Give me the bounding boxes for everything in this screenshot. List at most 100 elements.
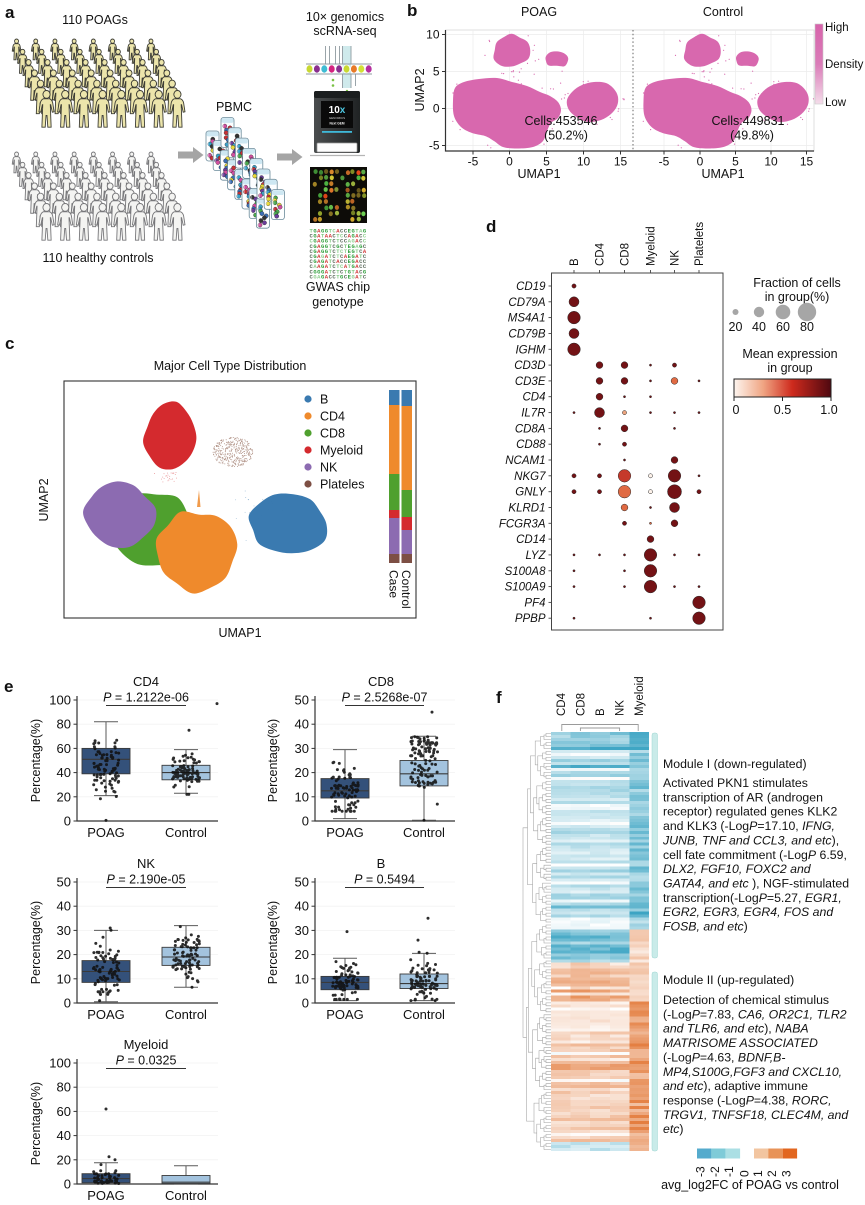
svg-text:UMAP1: UMAP1 xyxy=(218,626,261,640)
svg-text:CD8: CD8 xyxy=(368,674,394,689)
svg-text:POAG: POAG xyxy=(87,825,125,840)
svg-text:(-LogP=4.63, BDNF,B-: (-LogP=4.63, BDNF,B- xyxy=(663,1050,785,1064)
svg-text:50: 50 xyxy=(57,875,71,890)
svg-text:Activated PKN1 stimulates: Activated PKN1 stimulates xyxy=(663,776,808,790)
svg-text:Control: Control xyxy=(399,570,413,609)
svg-text:NKG7: NKG7 xyxy=(514,471,546,483)
svg-text:transcription of AR (androgen: transcription of AR (androgen xyxy=(663,790,823,804)
svg-text:10x: 10x xyxy=(329,105,346,116)
svg-text:Percentage(%): Percentage(%) xyxy=(266,719,280,802)
svg-text:50: 50 xyxy=(295,693,309,708)
svg-text:UMAP2: UMAP2 xyxy=(37,478,51,521)
svg-text:High: High xyxy=(825,22,849,34)
svg-text:PBMC: PBMC xyxy=(216,100,252,114)
svg-text:CGGGATCTCTGTACG: CGGGATCTCTGTACG xyxy=(310,268,367,275)
svg-text:d: d xyxy=(486,217,496,236)
svg-text:Next GEM: Next GEM xyxy=(329,122,344,126)
svg-text:Module II (up-regulated): Module II (up-regulated) xyxy=(663,973,794,987)
svg-text:15: 15 xyxy=(614,155,628,169)
svg-text:Low: Low xyxy=(825,97,847,109)
svg-text:10: 10 xyxy=(764,155,778,169)
svg-text:100: 100 xyxy=(49,1056,71,1071)
svg-text:Platelets: Platelets xyxy=(694,222,706,266)
svg-text:40: 40 xyxy=(752,320,766,334)
svg-text:60: 60 xyxy=(57,1104,71,1119)
svg-text:NCAM1: NCAM1 xyxy=(505,455,545,467)
svg-text:-2: -2 xyxy=(708,1166,722,1177)
svg-text:10: 10 xyxy=(295,971,309,986)
svg-text:CAAGATCTCATGACC: CAAGATCTCATGACC xyxy=(310,263,367,270)
svg-text:10: 10 xyxy=(426,28,440,42)
svg-text:Percentage(%): Percentage(%) xyxy=(29,719,43,802)
svg-text:GWAS chip: GWAS chip xyxy=(306,280,370,294)
svg-text:CGAGATCACCEGACC: CGAGATCACCEGACC xyxy=(310,258,367,265)
svg-text:CGAGGTCTCCAGACC: CGAGGTCTCCAGACC xyxy=(310,238,367,245)
svg-text:IL7R: IL7R xyxy=(521,408,545,420)
svg-text:Myeloid: Myeloid xyxy=(320,444,363,458)
svg-text:80: 80 xyxy=(57,1080,71,1095)
svg-text:40: 40 xyxy=(57,765,71,780)
svg-text:2: 2 xyxy=(765,1170,779,1177)
svg-text:LYZ: LYZ xyxy=(525,550,546,562)
svg-text:CD4: CD4 xyxy=(133,674,159,689)
svg-text:-1: -1 xyxy=(722,1166,736,1177)
svg-text:Density: Density xyxy=(825,59,864,71)
svg-text:P = 0.5494: P = 0.5494 xyxy=(354,873,415,887)
svg-text:B: B xyxy=(320,393,328,407)
svg-text:Myeloid: Myeloid xyxy=(646,226,658,266)
svg-text:B: B xyxy=(569,258,581,266)
svg-text:MATRISOME ASSOCIATED: MATRISOME ASSOCIATED xyxy=(663,1036,818,1050)
svg-text:0: 0 xyxy=(506,155,513,169)
svg-text:CD79A: CD79A xyxy=(508,297,545,309)
svg-text:MS4A1: MS4A1 xyxy=(508,313,546,325)
svg-text:0.5: 0.5 xyxy=(774,403,791,417)
svg-text:10: 10 xyxy=(57,971,71,986)
svg-text:Mean expression: Mean expression xyxy=(742,347,837,361)
svg-text:PF4: PF4 xyxy=(524,597,545,609)
svg-text:receptor) regulated genes KLK2: receptor) regulated genes KLK2 xyxy=(663,805,837,819)
svg-text:CD4: CD4 xyxy=(522,392,545,404)
svg-text:Myeloid: Myeloid xyxy=(124,1037,169,1052)
svg-text:20: 20 xyxy=(57,947,71,962)
svg-text:20: 20 xyxy=(295,765,309,780)
svg-text:Case: Case xyxy=(387,570,401,598)
svg-text:80: 80 xyxy=(800,320,814,334)
svg-text:CD8A: CD8A xyxy=(515,423,546,435)
svg-text:-5: -5 xyxy=(659,155,670,169)
svg-text:CD79B: CD79B xyxy=(508,329,545,341)
svg-text:KLRD1: KLRD1 xyxy=(508,503,545,515)
svg-text:-5: -5 xyxy=(429,139,440,153)
svg-text:and TLR6, and etc), NABA: and TLR6, and etc), NABA xyxy=(663,1022,809,1036)
svg-text:NK: NK xyxy=(615,700,627,716)
svg-text:e: e xyxy=(4,677,13,696)
svg-text:0: 0 xyxy=(733,403,740,417)
svg-text:CD4: CD4 xyxy=(556,692,568,716)
svg-text:c: c xyxy=(5,334,14,353)
svg-text:genotype: genotype xyxy=(312,295,363,309)
svg-text:10× genomics: 10× genomics xyxy=(306,10,384,24)
svg-text:P = 2.190e-05: P = 2.190e-05 xyxy=(107,873,186,887)
svg-text:20: 20 xyxy=(295,947,309,962)
svg-text:EGR2, EGR3, EGR4, FOS and: EGR2, EGR3, EGR4, FOS and xyxy=(663,905,834,919)
svg-text:Major Cell Type Distribution: Major Cell Type Distribution xyxy=(154,359,307,373)
svg-text:in group(%): in group(%) xyxy=(765,290,830,304)
svg-text:GENOMICS: GENOMICS xyxy=(329,116,345,120)
svg-text:cell fate commitment (-LogP 6.: cell fate commitment (-LogP 6.59, xyxy=(663,848,847,862)
svg-text:Control: Control xyxy=(403,1007,445,1022)
svg-text:avg_log2FC of POAG vs control: avg_log2FC of POAG vs control xyxy=(661,1178,839,1192)
svg-text:Percentage(%): Percentage(%) xyxy=(29,1082,43,1165)
svg-text:0: 0 xyxy=(64,814,71,829)
svg-text:NK: NK xyxy=(320,461,338,475)
svg-text:40: 40 xyxy=(57,899,71,914)
svg-text:0: 0 xyxy=(697,155,704,169)
svg-text:response (-LogP=4.38, RORC,: response (-LogP=4.38, RORC, xyxy=(663,1094,832,1108)
svg-text:UMAP2: UMAP2 xyxy=(413,68,427,111)
svg-text:0: 0 xyxy=(433,102,440,116)
svg-text:0: 0 xyxy=(64,1177,71,1192)
svg-text:GNLY: GNLY xyxy=(515,487,547,499)
svg-text:40: 40 xyxy=(295,899,309,914)
svg-text:5: 5 xyxy=(543,155,550,169)
svg-text:Cells:453546: Cells:453546 xyxy=(525,114,598,128)
svg-text:Percentage(%): Percentage(%) xyxy=(266,901,280,984)
svg-text:30: 30 xyxy=(57,923,71,938)
